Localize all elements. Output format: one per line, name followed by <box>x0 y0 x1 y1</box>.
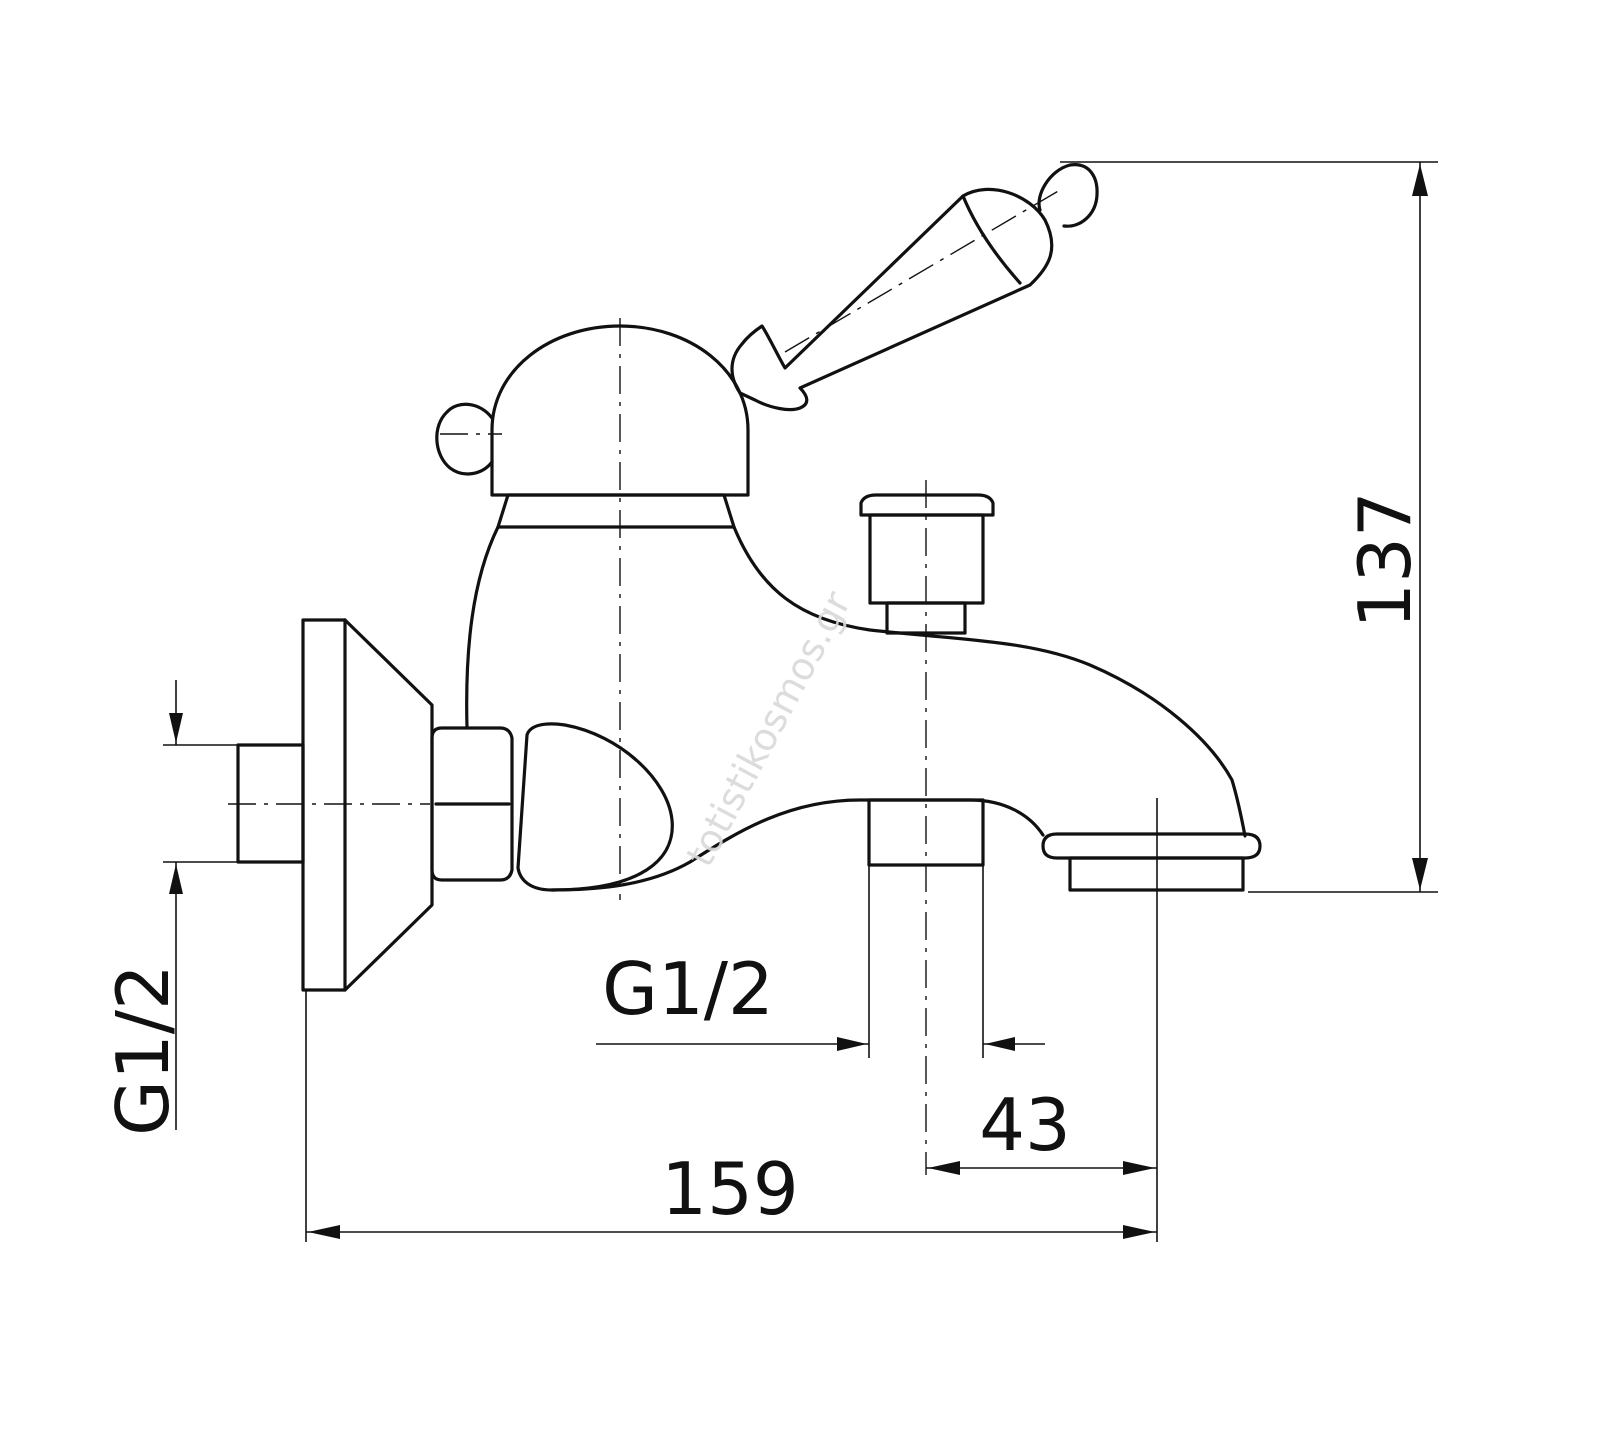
arrow-up-icon <box>1412 164 1428 196</box>
arrow-right-icon <box>1123 1225 1155 1239</box>
cartridge-collar <box>496 493 736 529</box>
dimension-bottom-thread: G1/2 <box>596 866 1045 1058</box>
dimension-outlet-offset: 43 <box>926 798 1158 1242</box>
watermark-text: totistikosmos.gr <box>678 584 860 874</box>
arrow-left-icon <box>985 1037 1015 1051</box>
side-thread-label: G1/2 <box>101 964 185 1136</box>
dimension-width: 159 <box>305 990 1157 1242</box>
arrow-up-icon <box>169 864 183 894</box>
hex-nut <box>430 726 514 882</box>
arrow-right-icon <box>837 1037 867 1051</box>
wall-flange <box>301 618 434 992</box>
dimension-side-thread: G1/2 <box>101 680 238 1136</box>
faucet-body <box>465 525 1247 892</box>
lever-handle <box>730 163 1099 412</box>
arrow-left-icon <box>928 1161 960 1175</box>
side-knob <box>435 402 494 476</box>
width-dimension-label: 159 <box>661 1147 798 1231</box>
arrow-down-icon <box>169 713 183 743</box>
spout-outlet <box>1041 832 1262 892</box>
arrow-down-icon <box>1412 858 1428 890</box>
center-lines <box>228 189 1061 1175</box>
bottom-thread-label: G1/2 <box>602 947 774 1031</box>
dimension-height: 137 <box>1060 161 1438 893</box>
diverter-knob <box>859 493 995 635</box>
outlet-offset-label: 43 <box>979 1083 1071 1167</box>
arrow-left-icon <box>308 1225 340 1239</box>
height-dimension-label: 137 <box>1343 491 1427 628</box>
arrow-right-icon <box>1123 1161 1155 1175</box>
